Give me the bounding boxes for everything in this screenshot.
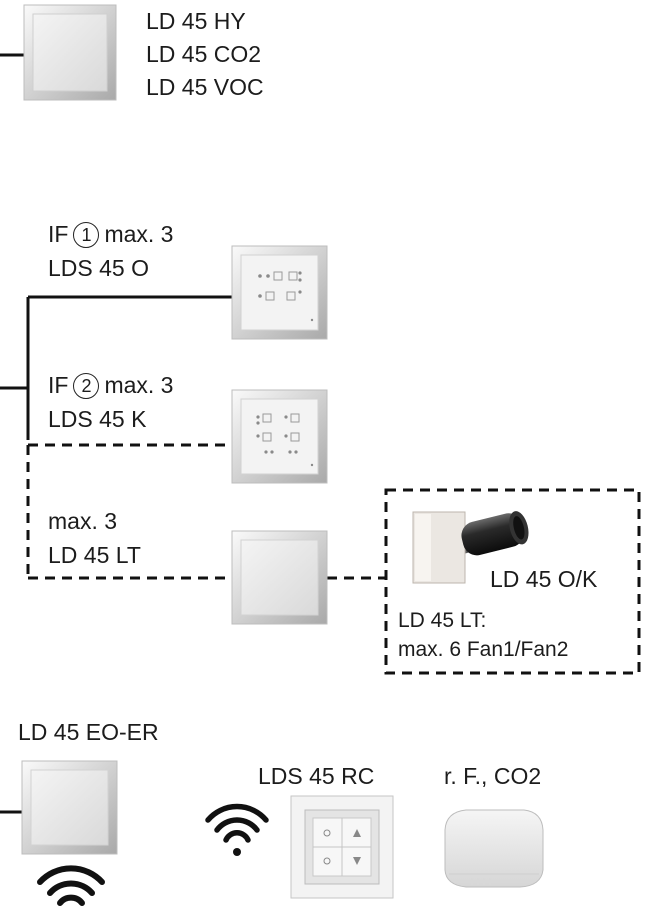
wire-lines <box>0 53 232 814</box>
if2-model: LDS 45 K <box>48 406 147 432</box>
receiver-label: LD 45 EO-ER <box>18 719 159 745</box>
fan-group-dashed-box <box>384 488 641 675</box>
lt-model: LD 45 LT <box>48 542 141 568</box>
sensor-label-hy: LD 45 HY <box>146 8 246 34</box>
fan-note-line1: LD 45 LT: <box>398 609 487 632</box>
dashed-wire-lines <box>26 443 641 675</box>
if2-prefix: IF <box>48 372 69 398</box>
fan-label: LD 45 O/K <box>490 566 598 592</box>
lt-count: max. 3 <box>48 508 118 534</box>
wifi-icon-remote <box>205 803 269 856</box>
fan-unit <box>412 511 529 584</box>
if1-number-circle: 1 <box>73 222 100 248</box>
sensor-label-co2: LD 45 CO2 <box>146 41 262 67</box>
radio-sensor-box <box>444 809 544 888</box>
remote-label: LDS 45 RC <box>258 763 375 789</box>
panel-lds45o <box>231 245 328 340</box>
panel-lds45k <box>231 389 328 484</box>
if1-prefix: IF <box>48 221 69 247</box>
button-icons <box>258 271 314 322</box>
fan-note-line2: max. 6 Fan1/Fan2 <box>398 638 569 661</box>
if1-suffix: max. 3 <box>104 221 174 247</box>
if2-number-circle: 2 <box>73 373 100 399</box>
sensor-panel <box>23 4 117 101</box>
if2-suffix: max. 3 <box>104 372 174 398</box>
sensor-label-voc: LD 45 VOC <box>146 74 264 100</box>
button-icons <box>256 413 314 467</box>
wifi-icon-receiver <box>37 865 105 906</box>
sensor-box-label: r. F., CO2 <box>444 763 542 789</box>
if1-model: LDS 45 O <box>48 255 149 281</box>
panel-ld45lt <box>231 530 328 625</box>
panel-ld45eo-er <box>21 760 118 855</box>
remote-lds45rc <box>290 795 394 899</box>
